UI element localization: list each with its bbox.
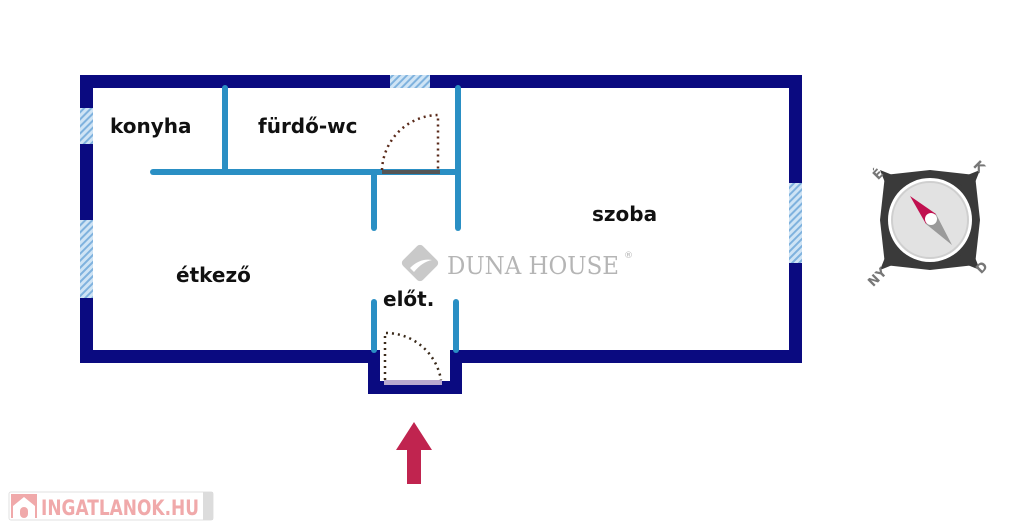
registered-mark: ® [624,251,633,261]
room-label-room: szoba [592,202,657,226]
room-label-hall: előt. [383,287,434,311]
entry-arrow-icon [396,422,432,484]
watermark-text: INGATLANOK.HU [41,496,199,520]
window [80,220,93,298]
window [789,183,802,263]
duna-house-logo: DUNA HOUSE ® [401,244,633,282]
window [390,75,430,88]
compass-icon: É K D NY [865,158,991,290]
bathroom-door [380,113,440,174]
ingatlanok-watermark: INGATLANOK.HU [8,491,214,521]
windows [80,75,802,298]
entry-door [383,331,443,385]
room-label-kitchen: konyha [110,114,192,138]
brand-name: DUNA HOUSE [447,252,619,280]
compass-west-label: NY [865,265,890,290]
window [80,108,93,144]
room-label-bathroom: fürdő-wc [258,114,358,138]
room-label-dining: étkező [176,263,251,287]
house-icon [11,494,37,518]
